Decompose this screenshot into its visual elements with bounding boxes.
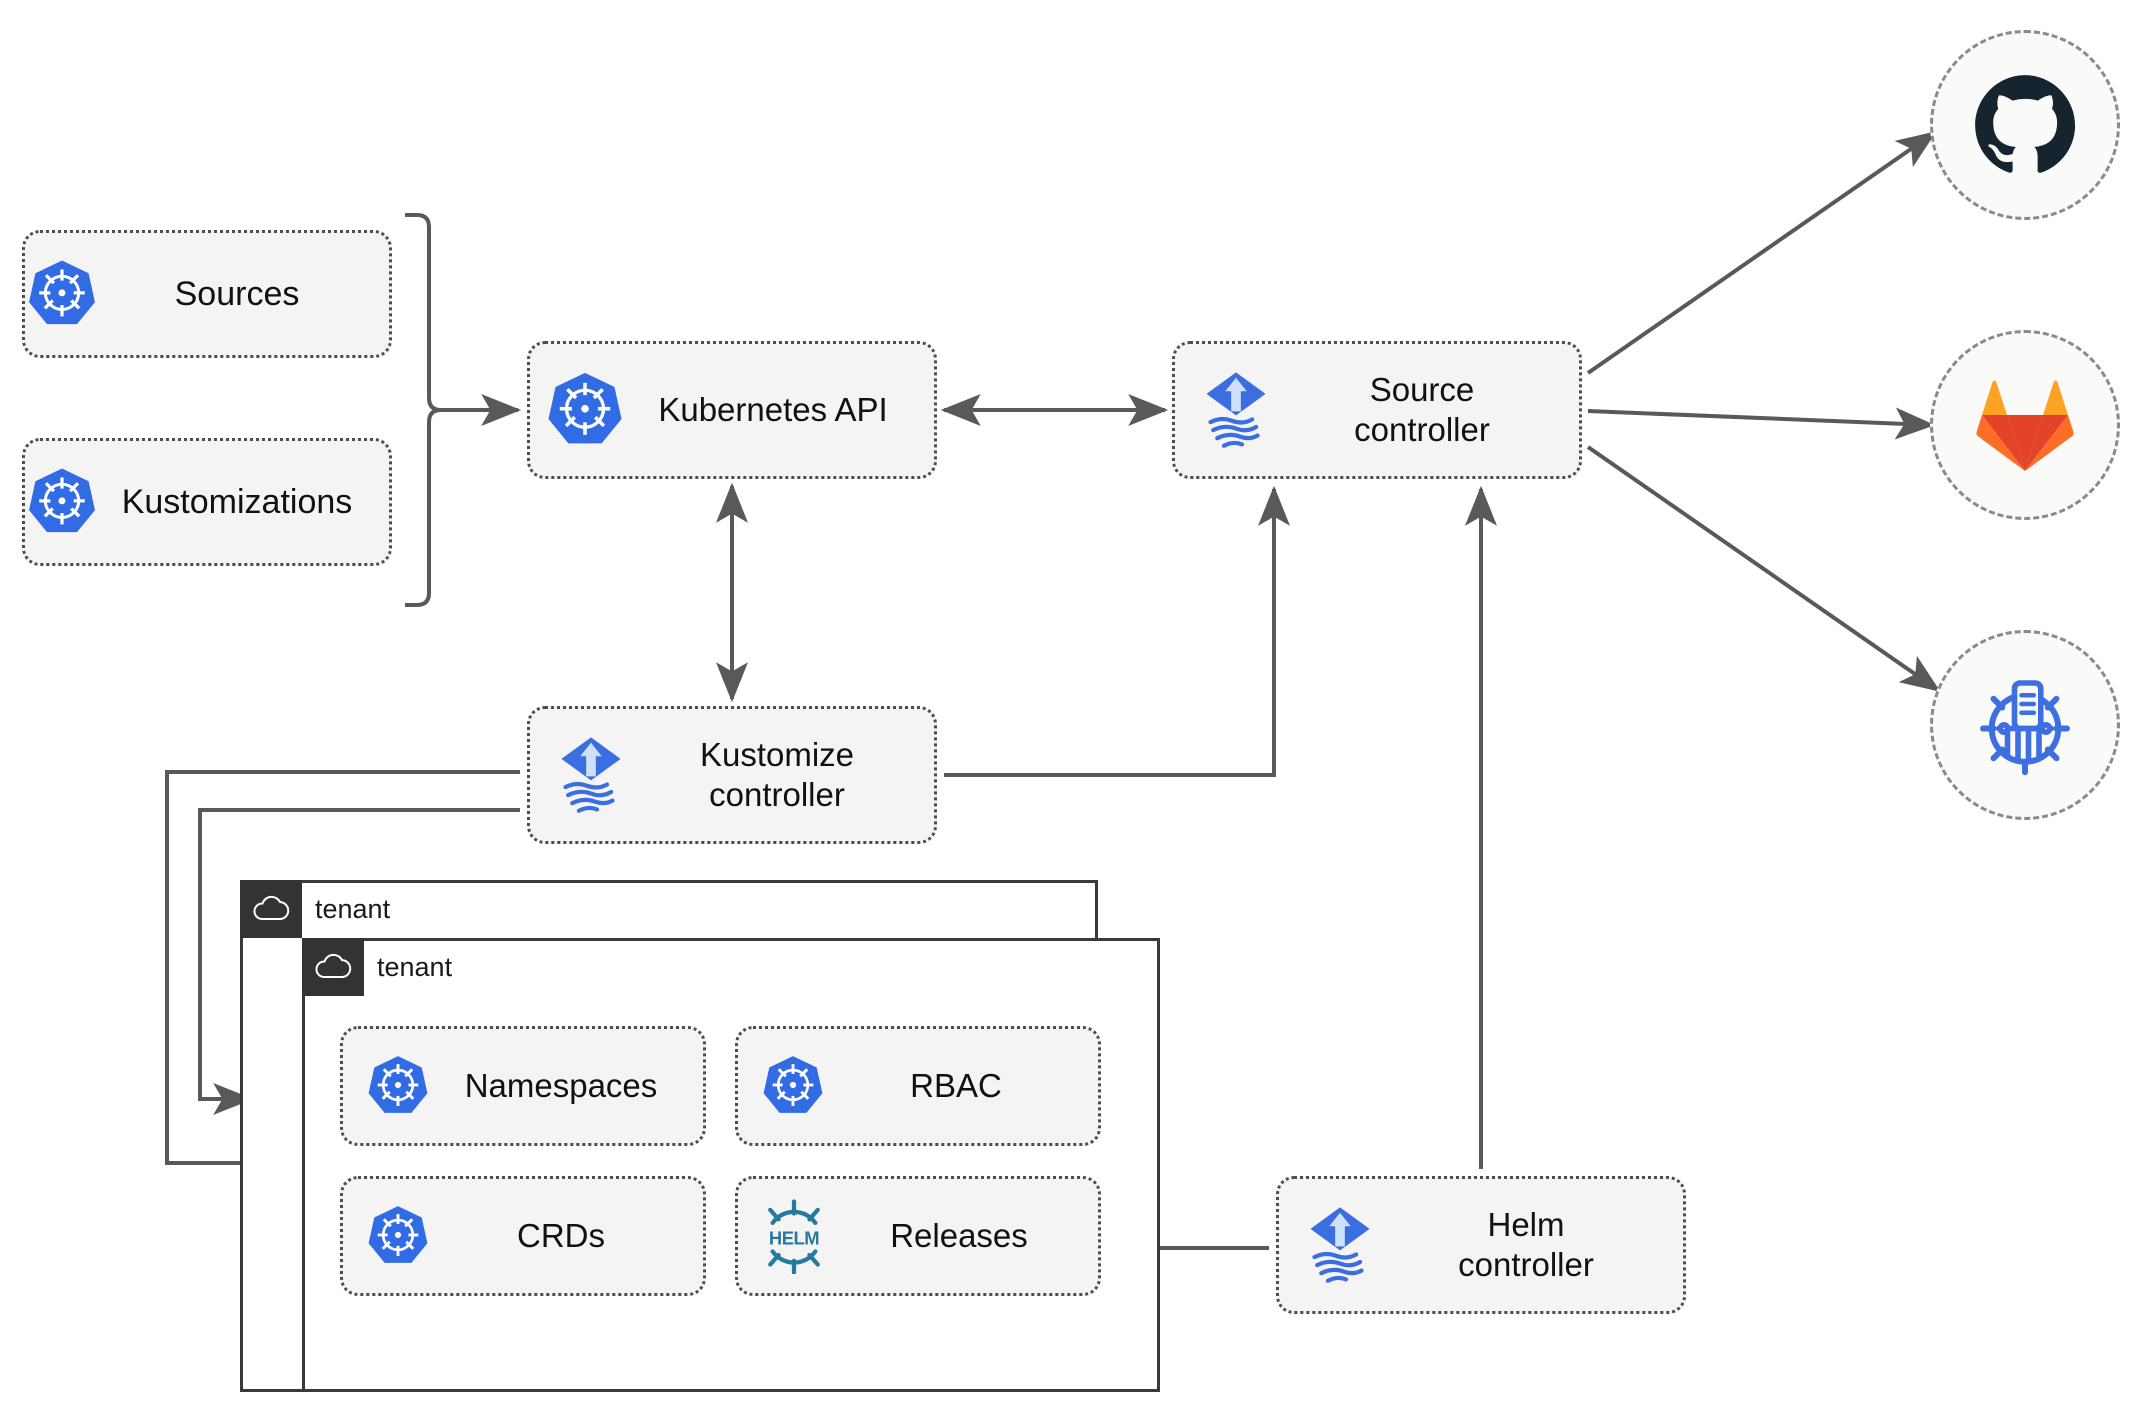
endpoint-gitlab[interactable] <box>1930 330 2120 520</box>
tenant-frame-front[interactable]: tenant <box>302 938 1160 1392</box>
resource-rbac[interactable]: RBAC <box>735 1026 1101 1146</box>
kubernetes-icon <box>365 1053 431 1119</box>
tenant-label-back: tenant <box>315 893 391 924</box>
flux-icon <box>1297 1202 1383 1288</box>
flux-icon <box>548 732 634 818</box>
github-icon <box>1975 75 2076 173</box>
tenant-tab <box>240 880 302 938</box>
edge-source-to-github <box>1586 131 1937 375</box>
node-label: Kustomize controller <box>699 736 855 813</box>
resource-label: Releases <box>890 1217 1028 1254</box>
node-helm-controller[interactable]: Helm controller <box>1276 1176 1686 1314</box>
resource-label: RBAC <box>910 1067 1002 1104</box>
tenant-label-front: tenant <box>377 951 453 982</box>
flux-icon <box>1193 367 1279 453</box>
endpoint-github[interactable] <box>1930 30 2120 220</box>
resource-label: Namespaces <box>464 1067 658 1104</box>
node-sources[interactable]: Sources <box>22 230 392 358</box>
edge-source-to-helm-repository <box>1586 445 1941 692</box>
node-kustomize-controller[interactable]: Kustomize controller <box>527 706 937 844</box>
kubernetes-icon <box>25 257 99 331</box>
node-label: Kubernetes API <box>658 391 888 429</box>
edge-source-to-gitlab <box>1587 407 1936 440</box>
helm-repository-icon <box>1980 680 2070 776</box>
node-source-controller[interactable]: Source controller <box>1172 341 1582 479</box>
resource-releases[interactable]: HELM Releases <box>735 1176 1101 1296</box>
node-label: Kustomizations <box>121 482 353 521</box>
tenant-tab <box>302 938 364 996</box>
edge-kustomize-to-source-controller <box>944 485 1290 777</box>
edge-sources-bracket <box>405 213 442 607</box>
cloud-icon <box>315 953 352 979</box>
resource-namespaces[interactable]: Namespaces <box>340 1026 706 1146</box>
node-kubernetes-api[interactable]: Kubernetes API <box>527 341 937 479</box>
node-kustomizations[interactable]: Kustomizations <box>22 438 392 566</box>
resource-label: CRDs <box>517 1217 605 1254</box>
svg-text:HELM: HELM <box>769 1227 819 1248</box>
cloud-icon <box>253 895 290 921</box>
kubernetes-icon <box>25 465 99 539</box>
kubernetes-icon <box>760 1053 826 1119</box>
gitlab-icon <box>1976 380 2074 471</box>
endpoint-helm-repository[interactable] <box>1930 630 2120 820</box>
kubernetes-icon <box>365 1203 431 1269</box>
kubernetes-icon <box>544 369 626 451</box>
node-label: Helm controller <box>1458 1206 1594 1283</box>
node-label: Sources <box>174 274 300 313</box>
helm-icon: HELM <box>756 1198 832 1274</box>
resource-crds[interactable]: CRDs <box>340 1176 706 1296</box>
node-label: Source controller <box>1354 371 1490 448</box>
